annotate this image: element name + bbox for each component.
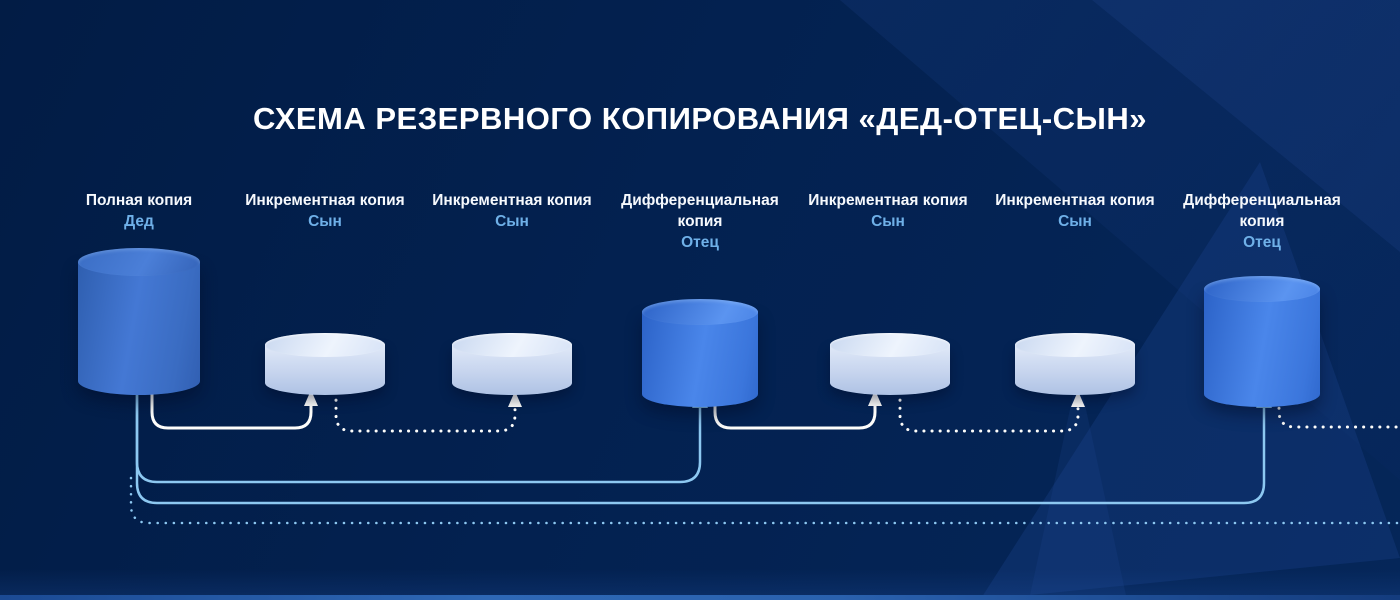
- cylinder-top: [265, 333, 385, 357]
- arrowhead-son4: [1071, 391, 1085, 407]
- cylinder-body: [78, 262, 200, 395]
- node-label-father-1: Дифференциальная копия Отец: [620, 190, 780, 253]
- cylinder-differential-father-1: [642, 299, 758, 407]
- cylinder-top: [830, 333, 950, 357]
- cylinder-top: [642, 299, 758, 325]
- arrowhead-son1: [304, 390, 318, 406]
- node-label-full: Полная копия Дед: [59, 190, 219, 232]
- cylinder-top: [78, 248, 200, 276]
- connector-son3-to-son4: [898, 390, 1080, 433]
- node-type-label: Инкрементная копия: [245, 192, 405, 209]
- arrowhead-son3: [868, 390, 882, 406]
- arrowhead-son2: [508, 391, 522, 407]
- cylinder-full-grandfather: [78, 248, 200, 409]
- page-title: СХЕМА РЕЗЕРВНОГО КОПИРОВАНИЯ «ДЕД-ОТЕЦ-С…: [252, 101, 1148, 136]
- node-role-label: Дед: [124, 213, 154, 230]
- connector-son1-to-son2: [334, 390, 517, 433]
- node-role-label: Сын: [495, 213, 529, 230]
- connector-full-to-father1: [135, 386, 702, 484]
- connector-full-to-son1: [150, 390, 313, 430]
- cylinder-body: [642, 312, 758, 407]
- node-type-label: Инкрементная копия: [995, 192, 1155, 209]
- node-type-label: Инкрементная копия: [808, 192, 968, 209]
- cylinder-body: [1204, 289, 1320, 407]
- cylinder-incremental-son-1: [265, 333, 385, 407]
- node-type-label: Дифференциальная копия: [621, 192, 779, 230]
- cylinder-incremental-son-3: [830, 333, 950, 407]
- connector-father1-to-son3: [713, 390, 877, 430]
- node-role-label: Сын: [871, 213, 905, 230]
- node-label-father-2: Дифференциальная копия Отец: [1182, 190, 1342, 253]
- node-role-label: Сын: [308, 213, 342, 230]
- node-role-label: Отец: [681, 234, 719, 251]
- cylinder-incremental-son-4: [1015, 333, 1135, 407]
- node-role-label: Отец: [1243, 234, 1281, 251]
- cylinder-top: [1204, 276, 1320, 302]
- cylinder-incremental-son-2: [452, 333, 572, 407]
- node-label-son-3: Инкрементная копия Сын: [808, 190, 968, 232]
- node-label-son-4: Инкрементная копия Сын: [995, 190, 1155, 232]
- node-label-son-2: Инкрементная копия Сын: [432, 190, 592, 232]
- cylinder-top: [452, 333, 572, 357]
- node-type-label: Полная копия: [85, 192, 193, 209]
- bottom-accent-strip: [0, 595, 1400, 600]
- cylinder-differential-father-2: [1204, 276, 1320, 407]
- connector-father2-to-offscreen: [1277, 390, 1400, 429]
- cylinder-top: [1015, 333, 1135, 357]
- node-type-label: Инкрементная копия: [432, 192, 592, 209]
- connector-full-to-father2: [135, 386, 1266, 505]
- node-type-label: Дифференциальная копия: [1183, 192, 1341, 230]
- node-label-son-1: Инкрементная копия Сын: [245, 190, 405, 232]
- connector-full-to-offscreen: [129, 476, 1400, 525]
- node-role-label: Сын: [1058, 213, 1092, 230]
- bottom-glow: [0, 569, 1400, 595]
